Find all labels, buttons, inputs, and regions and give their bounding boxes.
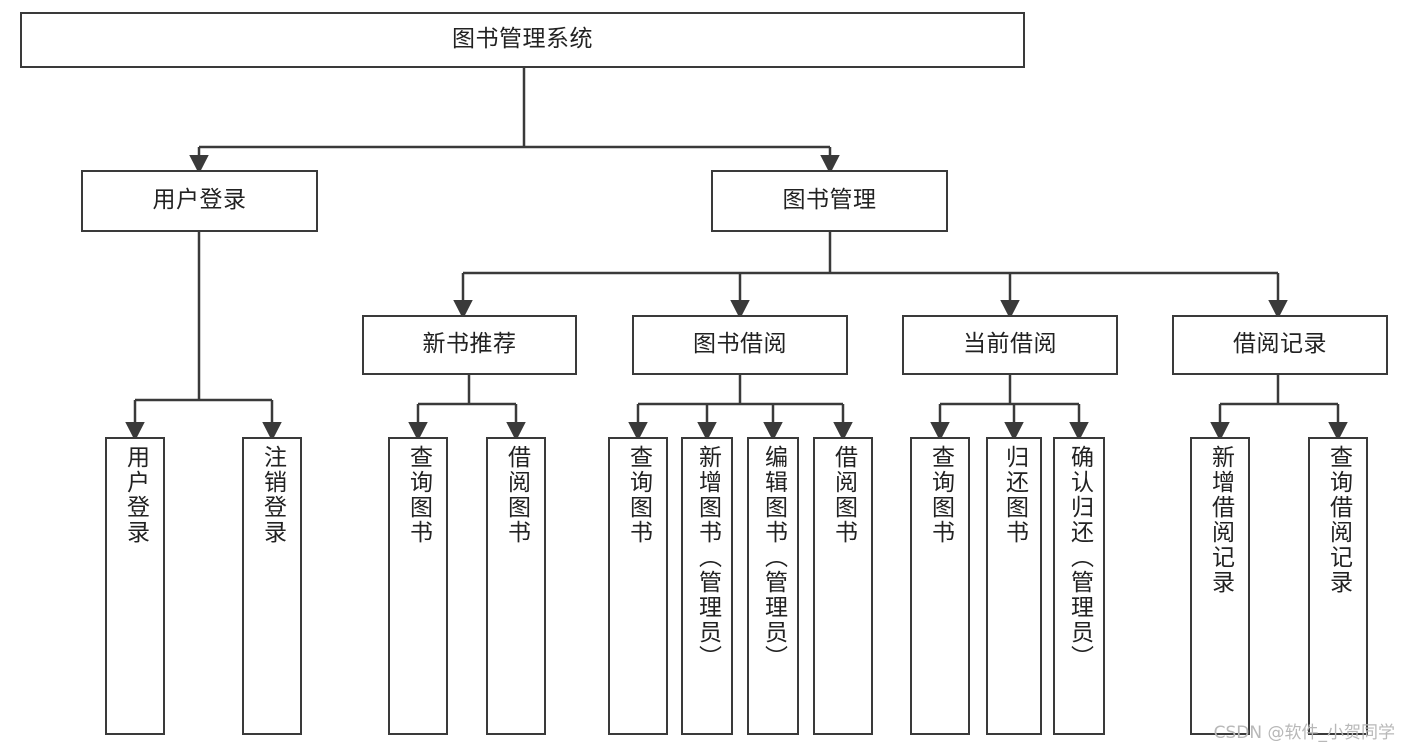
node-leaf-user-logout[interactable]: 注销登录: [242, 437, 302, 735]
node-label: 借阅图书: [830, 445, 857, 545]
node-label: 查询借阅记录: [1325, 445, 1352, 595]
node-label: 新增借阅记录: [1207, 445, 1234, 595]
node-root-book-management-system[interactable]: 图书管理系统: [20, 12, 1025, 68]
node-label: 确认归还（管理员）: [1066, 445, 1093, 670]
node-label: 用户登录: [152, 187, 247, 214]
node-leaf-query-borrow-record[interactable]: 查询借阅记录: [1308, 437, 1368, 735]
node-book-borrow[interactable]: 图书借阅: [632, 315, 848, 375]
node-leaf-query-book-recommend[interactable]: 查询图书: [388, 437, 448, 735]
node-borrow-record[interactable]: 借阅记录: [1172, 315, 1388, 375]
node-label: 查询图书: [927, 445, 954, 545]
node-label: 查询图书: [625, 445, 652, 545]
node-leaf-confirm-return-admin[interactable]: 确认归还（管理员）: [1053, 437, 1105, 735]
node-label: 图书借阅: [693, 331, 787, 358]
node-label: 查询图书: [405, 445, 432, 545]
csdn-watermark: CSDN @软件_小贺同学: [1213, 723, 1395, 743]
node-label: 编辑图书（管理员）: [760, 445, 787, 670]
node-leaf-query-current-book[interactable]: 查询图书: [910, 437, 970, 735]
node-leaf-user-login[interactable]: 用户登录: [105, 437, 165, 735]
node-current-borrow[interactable]: 当前借阅: [902, 315, 1118, 375]
node-leaf-edit-book-admin[interactable]: 编辑图书（管理员）: [747, 437, 799, 735]
node-label: 归还图书: [1001, 445, 1028, 545]
node-label: 图书管理系统: [452, 26, 593, 53]
node-leaf-return-book[interactable]: 归还图书: [986, 437, 1042, 735]
node-user-login[interactable]: 用户登录: [81, 170, 318, 232]
node-leaf-add-borrow-record[interactable]: 新增借阅记录: [1190, 437, 1250, 735]
node-label: 用户登录: [122, 445, 149, 545]
node-leaf-borrow-book-recommend[interactable]: 借阅图书: [486, 437, 546, 735]
node-label: 新书推荐: [422, 331, 517, 358]
node-leaf-add-book-admin[interactable]: 新增图书（管理员）: [681, 437, 733, 735]
node-label: 新增图书（管理员）: [694, 445, 721, 670]
node-book-management[interactable]: 图书管理: [711, 170, 948, 232]
node-label: 借阅记录: [1233, 331, 1327, 358]
node-label: 借阅图书: [503, 445, 530, 545]
node-label: 图书管理: [782, 187, 877, 214]
node-leaf-borrow-book[interactable]: 借阅图书: [813, 437, 873, 735]
node-label: 注销登录: [259, 445, 286, 545]
node-label: 当前借阅: [963, 331, 1057, 358]
node-leaf-query-book[interactable]: 查询图书: [608, 437, 668, 735]
node-new-book-recommend[interactable]: 新书推荐: [362, 315, 577, 375]
